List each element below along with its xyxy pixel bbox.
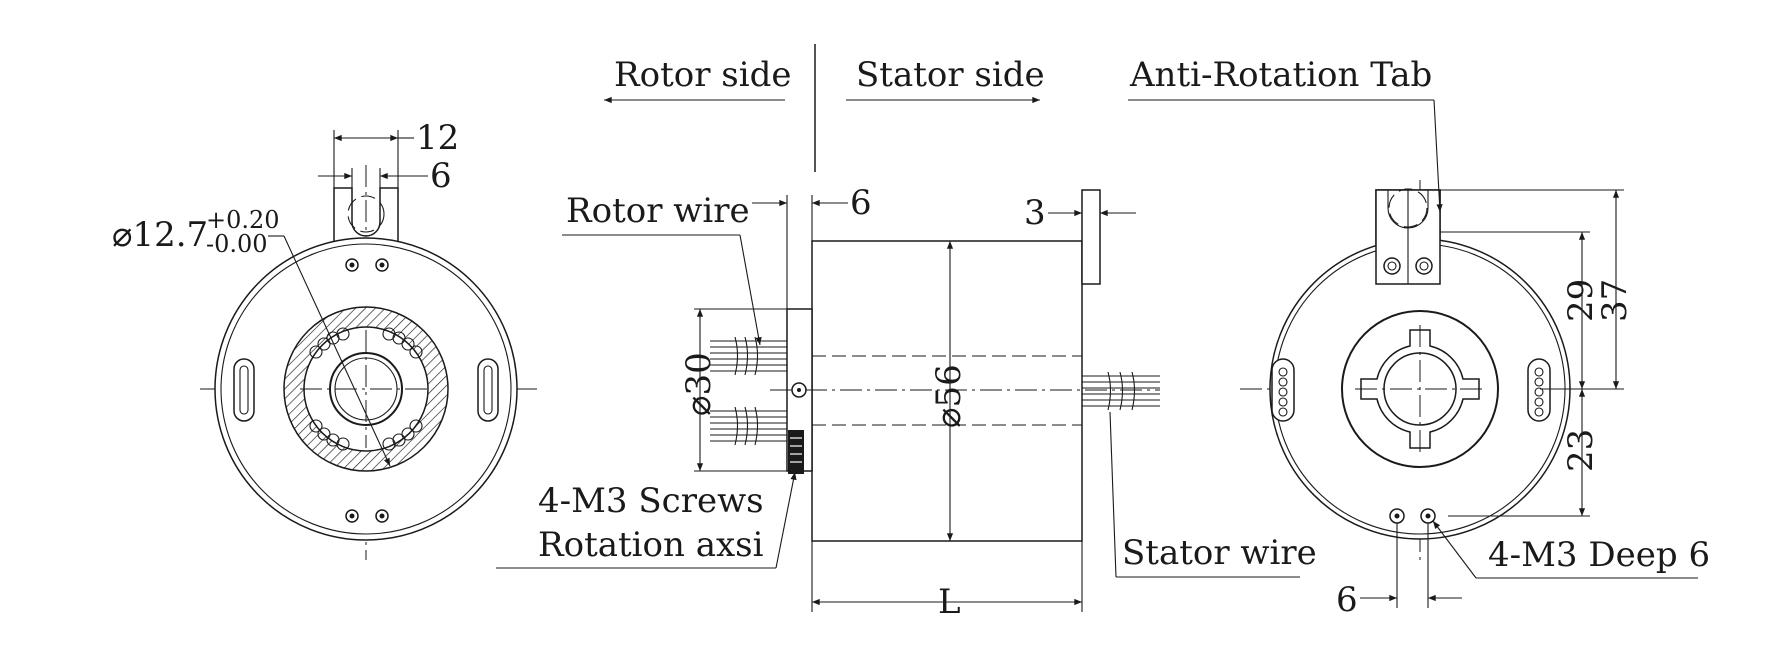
right-end-view [1128, 99, 1698, 608]
dim-hole-spacing-label: 6 [1336, 580, 1358, 620]
stator-side-label: Stator side [856, 55, 1045, 95]
stator-wire-label: Stator wire [1122, 533, 1317, 573]
body-diameter-label: ⌀56 [929, 364, 969, 428]
side-view [496, 44, 1300, 612]
rotor-wire-label: Rotor wire [566, 191, 750, 231]
dim-6-label: 6 [430, 156, 452, 196]
rotor-wires-upper [710, 336, 787, 376]
screws-label: 4-M3 Screws [538, 481, 764, 521]
bore-diameter-label: ⌀12.7 [112, 215, 208, 255]
rotation-axis-label: Rotation axsi [538, 525, 764, 565]
rotor-wire-bundles [309, 327, 423, 451]
bore-tolerance-lower: -0.00 [206, 230, 268, 258]
screw-holes-left [345, 258, 389, 523]
body-length-label: L [938, 582, 961, 622]
dim-29-label: 29 [1561, 279, 1601, 322]
rotor-side-label: Rotor side [614, 55, 791, 95]
anti-rotation-tab-label: Anti-Rotation Tab [1129, 55, 1432, 95]
flange-diameter-label: ⌀30 [679, 352, 719, 416]
dim-23-label: 23 [1561, 429, 1601, 472]
left-end-view [200, 130, 540, 560]
rotor-wires-lower [710, 406, 787, 446]
stator-wires [1082, 371, 1160, 411]
dim-12-label: 12 [416, 118, 459, 158]
bore-tolerance-upper: +0.20 [206, 206, 280, 234]
deep6-label: 4-M3 Deep 6 [1488, 535, 1710, 575]
dim-tab-thickness-label: 3 [1024, 193, 1046, 233]
dim-37-label: 37 [1595, 279, 1635, 322]
dim-flange-offset-label: 6 [850, 183, 872, 223]
